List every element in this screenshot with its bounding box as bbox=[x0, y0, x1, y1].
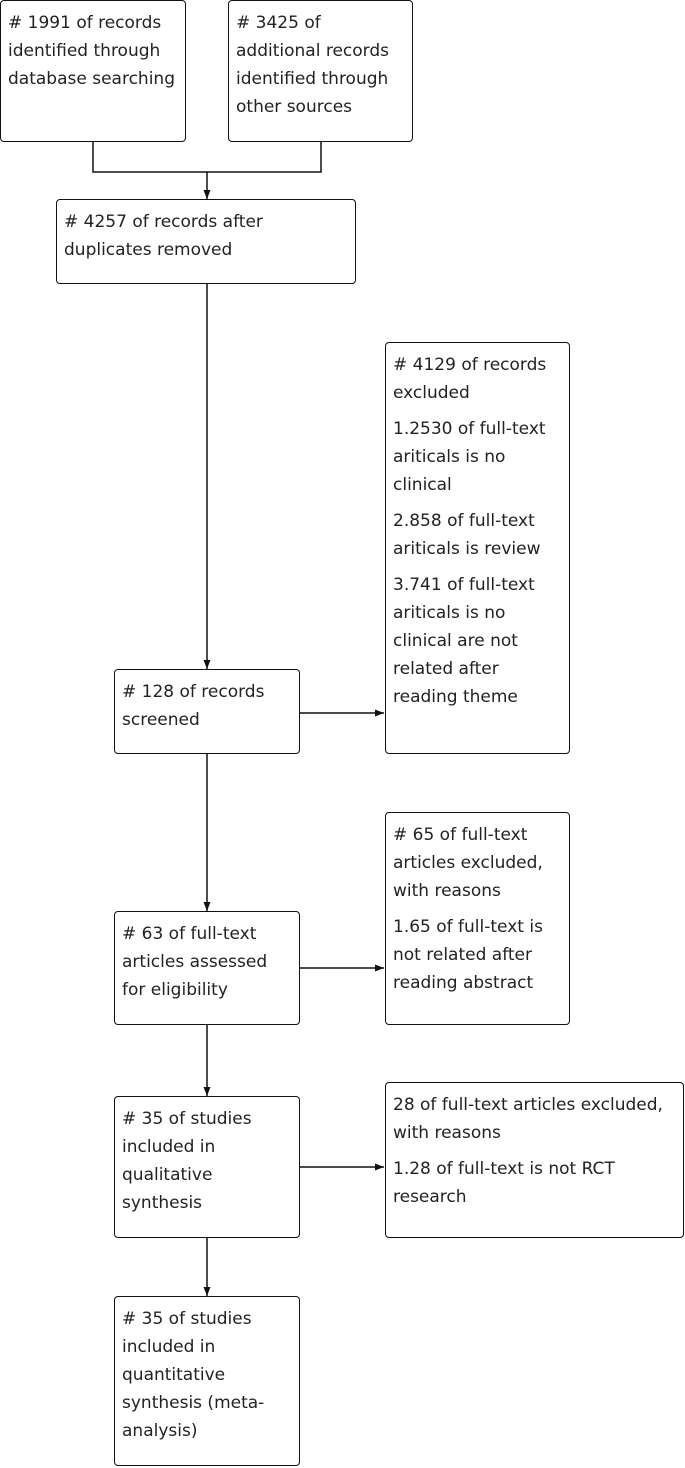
qualitative-excluded-reason-1: 1.28 of full-text is not RCT research bbox=[393, 1159, 615, 1207]
other-sources-text: # 3425 of additional records identified … bbox=[236, 13, 389, 117]
eligibility-box: # 63 of full-text articles assessed for … bbox=[114, 911, 300, 1025]
qualitative-excluded-box: 28 of full-text articles excluded, with … bbox=[385, 1082, 684, 1238]
screen-excluded-reason-1: 1.2530 of full-text ariticals is no clin… bbox=[393, 419, 546, 495]
quantitative-synthesis-box: # 35 of studies included in quantitative… bbox=[114, 1296, 300, 1466]
duplicates-removed-text: # 4257 of records after duplicates remov… bbox=[64, 212, 263, 260]
database-records-box: # 1991 of records identified through dat… bbox=[0, 0, 186, 142]
other-sources-box: # 3425 of additional records identified … bbox=[228, 0, 413, 142]
quantitative-synthesis-text: # 35 of studies included in quantitative… bbox=[122, 1309, 265, 1441]
eligibility-excluded-reason-1: 1.65 of full-text is not related after r… bbox=[393, 917, 543, 993]
screen-excluded-reason-2: 2.858 of full-text ariticals is review bbox=[393, 511, 541, 559]
database-records-text: # 1991 of records identified through dat… bbox=[8, 13, 175, 89]
duplicates-removed-box: # 4257 of records after duplicates remov… bbox=[56, 199, 356, 284]
screen-excluded-reason-3: 3.741 of full-text ariticals is no clini… bbox=[393, 575, 535, 707]
eligibility-excluded-box: # 65 of full-text articles excluded, wit… bbox=[385, 812, 570, 1025]
screen-excluded-heading: # 4129 of records excluded bbox=[393, 355, 547, 403]
merge-connector bbox=[92, 142, 322, 173]
screen-excluded-box: # 4129 of records excluded 1.2530 of ful… bbox=[385, 342, 570, 754]
eligibility-text: # 63 of full-text articles assessed for … bbox=[122, 924, 268, 1000]
screened-text: # 128 of records screened bbox=[122, 682, 265, 730]
screened-box: # 128 of records screened bbox=[114, 669, 300, 754]
eligibility-excluded-heading: # 65 of full-text articles excluded, wit… bbox=[393, 825, 543, 901]
qualitative-synthesis-box: # 35 of studies included in qualitative … bbox=[114, 1096, 300, 1238]
qualitative-synthesis-text: # 35 of studies included in qualitative … bbox=[122, 1109, 252, 1213]
qualitative-excluded-heading: 28 of full-text articles excluded, with … bbox=[393, 1095, 663, 1143]
